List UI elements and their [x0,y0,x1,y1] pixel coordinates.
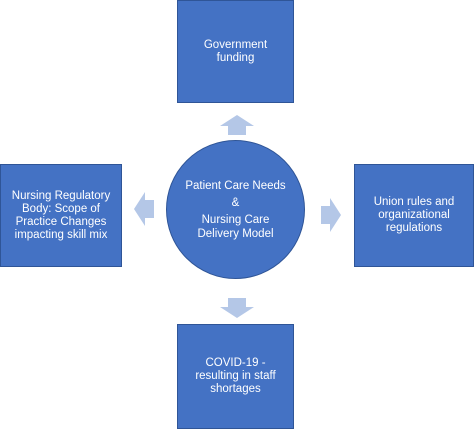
regulatory-body-box: Nursing Regulatory Body: Scope of Practi… [0,164,122,267]
central-hub-circle: Patient Care Needs & Nursing Care Delive… [166,140,305,279]
arrow-up-icon [220,115,254,135]
covid-box: COVID-19 - resulting in staff shortages [177,324,294,429]
hub-ampersand: & [231,196,240,209]
arrow-left-icon [134,192,154,226]
union-rules-label: Union rules and organizational regulatio… [373,196,455,234]
arrow-down-icon [220,298,254,318]
hub-line-1: Patient Care Needs [185,179,286,192]
covid-label: COVID-19 - resulting in staff shortages [195,357,276,395]
hub-line-3: Nursing Care [201,213,270,226]
government-funding-box: Government funding [177,0,294,103]
regulatory-body-label: Nursing Regulatory Body: Scope of Practi… [11,189,111,241]
hub-line-4: Delivery Model [197,227,274,240]
arrow-right-icon [321,198,341,232]
union-rules-box: Union rules and organizational regulatio… [354,164,474,267]
government-funding-label: Government funding [203,38,268,64]
